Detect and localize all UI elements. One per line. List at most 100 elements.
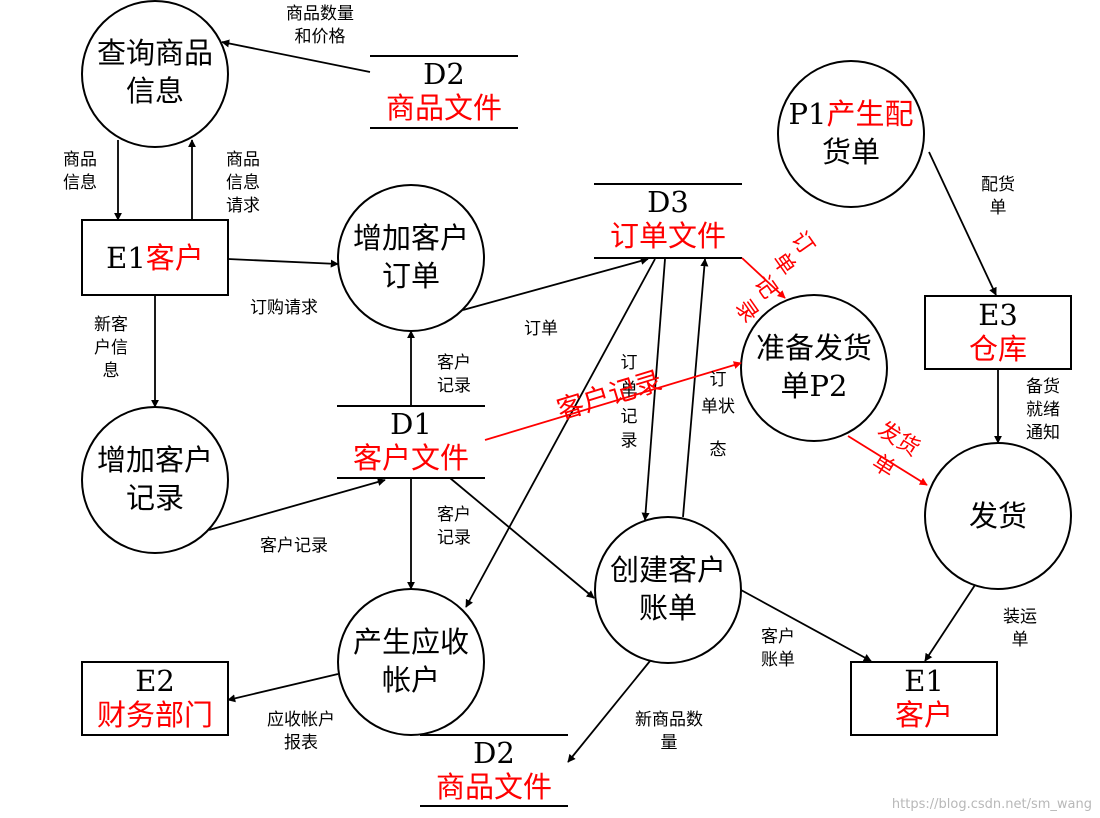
svg-text:信息: 信息 xyxy=(63,173,97,193)
svg-text:商品: 商品 xyxy=(63,150,97,170)
arrow-red-prepare-to-ship xyxy=(847,435,928,486)
store-d2-top-id: D2 xyxy=(423,57,465,91)
flow-labels: 商品数量 和价格 商品 信息 商品 信息 请求 订购请求 新客 户信 息 订单 … xyxy=(63,4,1060,753)
process-add-customer-order: 增加客户 订单 xyxy=(337,184,485,332)
svg-text:单: 单 xyxy=(990,198,1007,218)
label-order-status: 订 单状 态 xyxy=(701,370,735,460)
svg-text:就绪: 就绪 xyxy=(1026,400,1060,420)
arrow-d3-to-receivable xyxy=(465,258,656,608)
process-p1-generate-dispatch: P1产生配 货单 xyxy=(777,60,925,208)
arrow-bill-to-d3 xyxy=(682,258,709,518)
arrow-ship-to-e1 xyxy=(924,584,976,662)
label-order-request: 订购请求 xyxy=(250,298,318,318)
entity-e3-name: 仓库 xyxy=(969,332,1027,366)
svg-text:单: 单 xyxy=(1012,630,1029,650)
arrow-bill-to-e1 xyxy=(740,589,872,662)
label-ready-notice: 备货 就绪 通知 xyxy=(1026,377,1060,443)
entity-e1-top-prefix: E1 xyxy=(106,241,146,275)
process-prepare-line1: 准备发货 xyxy=(756,331,872,365)
svg-text:信息: 信息 xyxy=(226,173,260,193)
arrow-p1-to-e3 xyxy=(928,151,997,296)
store-d1-name: 客户文件 xyxy=(353,441,469,475)
svg-text:客户: 客户 xyxy=(761,627,795,647)
label-qty-price: 商品数量 和价格 xyxy=(286,4,354,47)
store-d2-goods-top: D2 商品文件 xyxy=(370,55,518,129)
svg-text:户信: 户信 xyxy=(94,338,128,358)
store-d2-top-name: 商品文件 xyxy=(386,91,502,125)
store-d1-customers: D1 客户文件 xyxy=(337,405,485,479)
svg-text:记: 记 xyxy=(621,407,638,427)
red-annotation-order-record: 订 单 记 录 xyxy=(730,227,819,327)
label-customer-bill: 客户 账单 xyxy=(761,627,795,670)
process-p1-line2: 货单 xyxy=(822,135,880,169)
label-receivable-report: 应收帐户 报表 xyxy=(267,710,335,753)
label-goods-info-request: 商品 信息 请求 xyxy=(226,150,260,216)
svg-text:应收帐户: 应收帐户 xyxy=(267,710,335,730)
store-d3-name: 订单文件 xyxy=(610,219,726,253)
process-query-line1: 查询商品 xyxy=(97,36,213,70)
process-generate-receivable: 产生应收 帐户 xyxy=(337,588,485,736)
red-annotation-customer-record: 客户记录 xyxy=(553,365,665,426)
svg-text:新商品数: 新商品数 xyxy=(635,710,703,730)
arrow-receivable-to-e2 xyxy=(227,673,339,703)
svg-text:息: 息 xyxy=(103,361,120,381)
label-order-record: 订 单 记 录 xyxy=(621,353,638,451)
arrow-e1-to-add-order xyxy=(227,258,339,268)
process-add-record-line2: 记录 xyxy=(126,481,184,515)
svg-text:客户: 客户 xyxy=(437,353,471,373)
svg-text:态: 态 xyxy=(710,440,727,460)
entity-e1-bottom-id: E1 xyxy=(904,664,944,698)
label-new-customer-info: 新客 户信 息 xyxy=(94,315,128,381)
process-add-order-line2: 订单 xyxy=(382,259,440,293)
arrow-d1-to-bill xyxy=(449,477,595,599)
label-customer-record-up: 客户 记录 xyxy=(437,353,471,396)
store-d2-goods-bottom: D2 商品文件 xyxy=(420,734,568,807)
arrow-d2-to-query xyxy=(221,39,371,73)
process-bill-line2: 账单 xyxy=(639,591,697,625)
entity-e1-customer-bottom: E1 客户 xyxy=(850,661,998,736)
svg-text:记录: 记录 xyxy=(437,376,471,396)
entity-e3-warehouse: E3 仓库 xyxy=(924,295,1072,370)
process-p1-prefix: P1 xyxy=(789,97,827,131)
process-prepare-line2: 单P2 xyxy=(781,369,848,403)
watermark-text: https://blog.csdn.net/sm_wang xyxy=(892,797,1092,812)
process-create-customer-bill: 创建客户 账单 xyxy=(594,516,742,664)
store-d3-orders: D3 订单文件 xyxy=(594,183,742,259)
svg-text:单状: 单状 xyxy=(701,397,735,417)
svg-text:商品: 商品 xyxy=(226,150,260,170)
process-ship-label: 发货 xyxy=(969,499,1027,533)
entity-e2-id: E2 xyxy=(135,664,175,698)
label-customer-record-down: 客户 记录 xyxy=(437,505,471,548)
entity-e1-customer-top: E1客户 xyxy=(81,219,229,296)
entity-e3-id: E3 xyxy=(978,298,1018,332)
entity-e1-top-red: 客户 xyxy=(146,241,204,275)
store-d1-id: D1 xyxy=(390,407,432,441)
flow-arrows xyxy=(114,39,1002,763)
entity-e2-finance: E2 财务部门 xyxy=(81,661,229,736)
svg-text:备货: 备货 xyxy=(1026,377,1060,397)
process-p1-red: 产生配 xyxy=(826,97,913,131)
svg-text:订: 订 xyxy=(621,353,638,373)
red-annotation-ship-note: 发货 单 xyxy=(867,417,923,483)
label-order: 订单 xyxy=(524,319,558,339)
process-add-record-line1: 增加客户 xyxy=(97,443,213,477)
svg-text:账单: 账单 xyxy=(761,650,795,670)
process-prepare-shipping-p2: 准备发货 单P2 xyxy=(740,294,888,442)
process-add-customer-record: 增加客户 记录 xyxy=(81,406,229,554)
entity-e1-top-label: E1客户 xyxy=(106,241,204,275)
svg-text:单: 单 xyxy=(867,450,899,483)
svg-text:新客: 新客 xyxy=(94,315,128,335)
arrow-add-record-to-d1 xyxy=(208,478,386,531)
store-d3-id: D3 xyxy=(647,185,689,219)
label-customer-record-low: 客户记录 xyxy=(260,536,328,556)
svg-text:客户: 客户 xyxy=(437,505,471,525)
arrow-red-d3-to-prepare xyxy=(741,257,786,299)
svg-text:订: 订 xyxy=(710,370,727,390)
label-shipping-note: 装运 单 xyxy=(1003,607,1037,650)
process-query-goods-info: 查询商品 信息 xyxy=(81,0,229,148)
process-p1-line1: P1产生配 xyxy=(789,97,914,131)
svg-text:录: 录 xyxy=(621,431,638,451)
process-query-line2: 信息 xyxy=(126,74,184,108)
process-add-order-line1: 增加客户 xyxy=(353,221,469,255)
svg-text:记录: 记录 xyxy=(437,528,471,548)
